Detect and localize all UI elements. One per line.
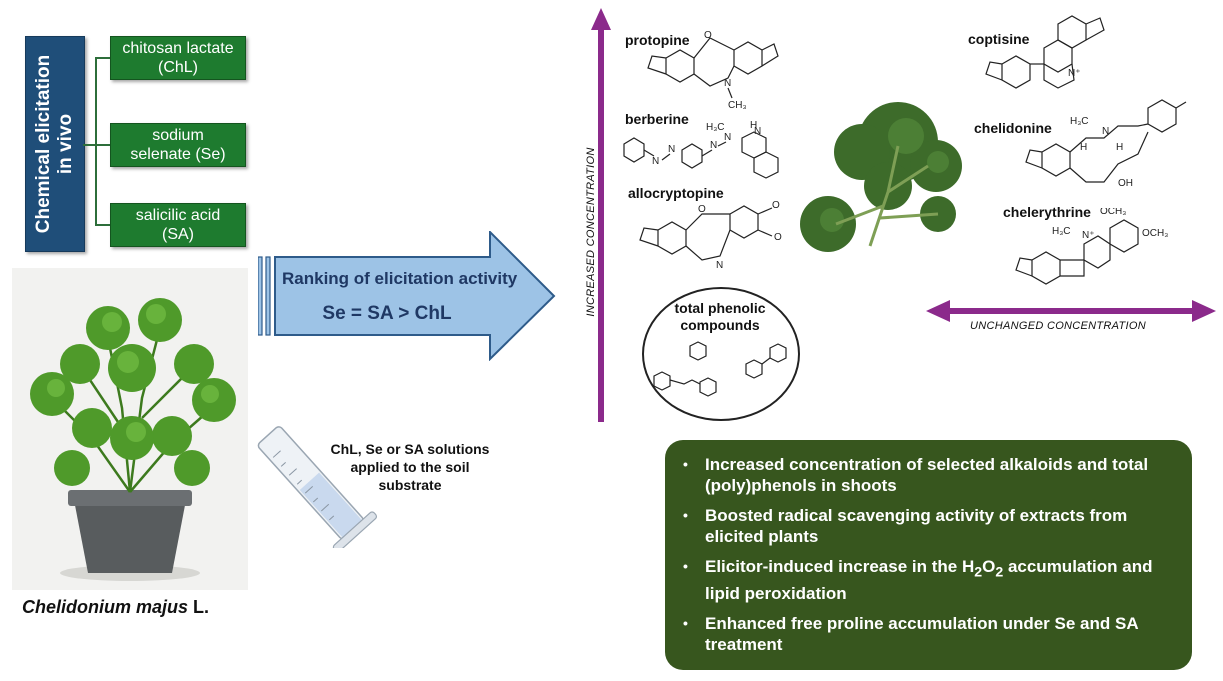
compound-allocryptopine: allocryptopine (628, 185, 724, 201)
chelerythrine-structure: OCH₃ OCH₃ H₃C N⁺ (1015, 208, 1168, 285)
potted-plant-illustration (12, 268, 248, 590)
ranking-title: Ranking of elicitation activity (282, 269, 518, 288)
increased-concentration-axis (591, 8, 611, 422)
elicitor-salicylic-acid: salicilic acid(SA) (110, 203, 246, 247)
protopine-structure: O N CH₃ (647, 30, 779, 110)
svg-text:N: N (1102, 126, 1109, 137)
svg-text:N: N (754, 126, 761, 137)
plant-species-authority: L. (188, 597, 210, 617)
bracket-branch-1 (95, 57, 110, 59)
findings-panel: Increased concentration of selected alka… (665, 440, 1192, 670)
phenolic-structures (653, 341, 787, 397)
elicitation-title-line1: Chemical elicitation (33, 54, 54, 234)
compound-berberine: berberine (625, 111, 689, 127)
compound-coptisine: coptisine (968, 31, 1030, 47)
plant-species-caption: Chelidonium majus L. (22, 597, 209, 618)
svg-text:H₃C: H₃C (1052, 226, 1071, 237)
svg-text:N: N (668, 144, 675, 155)
bracket-branch-3 (95, 224, 110, 226)
bracket-spine (95, 57, 97, 225)
svg-text:O: O (698, 204, 706, 215)
bracket-stem (83, 144, 95, 146)
finding-item: Increased concentration of selected alka… (677, 454, 1180, 496)
svg-text:H₃C: H₃C (1070, 116, 1089, 127)
plant-species-name: Chelidonium majus (22, 597, 189, 617)
graduated-cylinder-illustration (257, 426, 378, 548)
findings-list: Increased concentration of selected alka… (677, 454, 1180, 655)
svg-text:CH₃: CH₃ (728, 100, 747, 110)
svg-text:O: O (704, 30, 712, 41)
svg-text:N: N (652, 156, 659, 167)
svg-text:O: O (774, 232, 782, 243)
ranking-arrow (258, 231, 556, 361)
application-note: ChL, Se or SA solutions applied to the s… (330, 441, 490, 493)
phenolic-compounds-circle (642, 287, 800, 421)
svg-text:OCH₃: OCH₃ (1100, 208, 1126, 217)
coptisine-structure: N⁺ (985, 15, 1105, 89)
svg-text:OCH₃: OCH₃ (1142, 228, 1168, 239)
svg-text:N: N (724, 132, 731, 143)
ranking-value: Se = SA > ChL (322, 303, 452, 324)
svg-text:N⁺: N⁺ (1068, 68, 1081, 79)
finding-item: Boosted radical scavenging activity of e… (677, 505, 1180, 547)
allocryptopine-structure: O N O O (639, 200, 782, 271)
svg-text:H₃C: H₃C (706, 122, 725, 133)
svg-text:N⁺: N⁺ (1082, 230, 1095, 241)
svg-text:N: N (724, 78, 731, 89)
chelidonine-structure: H₃C N H H OH (1025, 99, 1187, 189)
elicitation-title: Chemical elicitation in vivo (33, 55, 77, 233)
svg-text:OH: OH (1118, 178, 1133, 189)
svg-text:H: H (1080, 142, 1087, 153)
unchanged-concentration-label: UNCHANGED CONCENTRATION (970, 320, 1146, 332)
svg-text:O: O (772, 200, 780, 211)
finding-item: Enhanced free proline accumulation under… (677, 613, 1180, 655)
svg-text:N: N (710, 140, 717, 151)
increased-concentration-label: INCREASED CONCENTRATION (585, 147, 597, 317)
compound-chelerythrine: chelerythrine (1003, 204, 1091, 220)
elicitation-title-line2: in vivo (55, 113, 76, 175)
finding-item: Elicitor-induced increase in the H2O2 ac… (677, 556, 1180, 604)
compound-chelidonine: chelidonine (974, 120, 1052, 136)
bracket-branch-2 (95, 144, 110, 146)
svg-text:N: N (716, 260, 723, 271)
celandine-leaf-illustration (800, 102, 962, 252)
elicitor-chitosan-lactate: chitosan lactate(ChL) (110, 36, 246, 80)
compound-protopine: protopine (625, 32, 690, 48)
elicitation-title-box: Chemical elicitation in vivo (25, 36, 85, 252)
svg-text:H: H (1116, 142, 1123, 153)
unchanged-concentration-axis (926, 300, 1216, 322)
svg-text:H: H (750, 120, 757, 131)
